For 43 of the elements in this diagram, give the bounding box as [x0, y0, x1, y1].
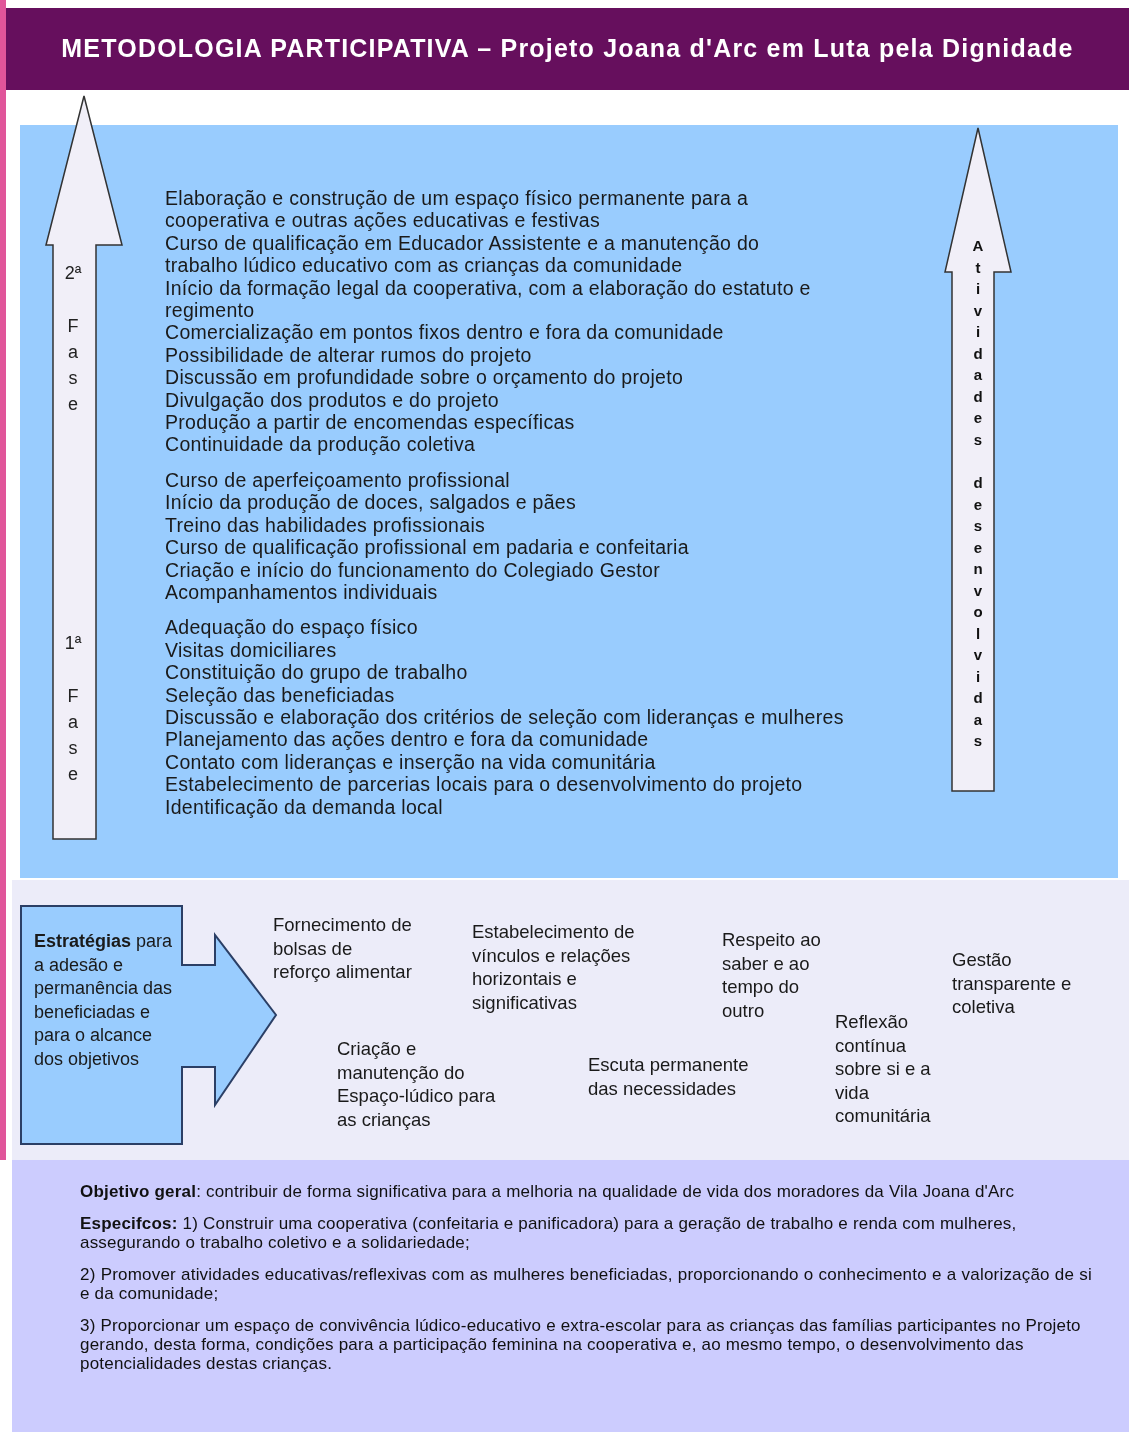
strategy-text: Estabelecimento de vínculos e relações horizontais e significativas — [472, 920, 636, 1014]
activity-item: Início da produção de doces, salgados e pães — [165, 491, 577, 514]
vertical-heading: Atividades desenvolvidas — [971, 236, 985, 751]
objective-paragraph: 2) Promover atividades educativas/reflexivas com as mulheres beneficiadas, proporcionando o conhecimento e a valorização de si e da comunidade; — [80, 1265, 1092, 1303]
activity-item: Continuidade da produção coletiva — [165, 433, 476, 456]
activity-item: Seleção das beneficiadas — [165, 683, 395, 706]
activity-item: Curso de qualificação profissional em padaria e confeitaria — [165, 536, 689, 559]
activity-item: Estabelecimento de parcerias locais para o desenvolvimento do projeto — [165, 773, 803, 796]
strategy-heading: Estratégias para a adesão e permanência das beneficiadas e para o alcance dos objetivos — [34, 930, 174, 1071]
activity-item: Possibilidade de alterar rumos do projeto — [165, 343, 532, 367]
activity-item: Acompanhamentos individuais — [165, 580, 438, 604]
activity-item: Adequação do espaço físico — [165, 616, 418, 639]
activity-item: Divulgação dos produtos e do projeto — [165, 388, 499, 412]
phase-label: 2ª Fase — [63, 262, 83, 416]
strategy-text: Fornecimento de bolsas de reforço alimentar — [273, 913, 413, 984]
strategy-text: Respeito ao saber e ao tempo do outro — [722, 928, 822, 1022]
strategy-text: Reflexão contínua sobre si e a vida comunitária — [835, 1010, 932, 1128]
objective-paragraph: 3) Proporcionar um espaço de convivência lúdico-educativo e extra-escolar para as crianças das famílias participantes no Projeto gerando, desta forma, condições para a participação feminina na cooperativa e, ao mesmo tempo, o desenvolvimento das potencialidades destas crianças. — [80, 1316, 1082, 1373]
strategy-text: Escuta permanente das necessidades — [588, 1053, 750, 1100]
activities-panel — [20, 125, 1118, 878]
activity-item: Início da formação legal da cooperativa, com a elaboração do estatuto e regimento — [165, 276, 812, 322]
strategy-text: Gestão transparente e coletiva — [952, 948, 1073, 1019]
strategy-text: Criação e manutenção do Espaço-lúdico para as crianças — [337, 1037, 497, 1131]
activity-item: Curso de qualificação em Educador Assistente e a manutenção do trabalho lúdico educativo com as crianças da comunidade — [165, 231, 761, 277]
activity-item: Planejamento das ações dentro e fora da comunidade — [165, 728, 649, 751]
phase-label: 1ª Fase — [63, 632, 83, 786]
objectives-panel — [12, 1160, 1129, 1432]
title-band: METODOLOGIA PARTICIPATIVA – Projeto Joana d'Arc em Luta pela Dignidade — [6, 8, 1129, 90]
activity-item: Curso de aperfeiçoamento profissional — [165, 468, 510, 492]
activity-item: Elaboração e construção de um espaço físico permanente para a cooperativa e outras ações educativas e festivas — [165, 187, 750, 232]
activity-item: Visitas domiciliares — [165, 638, 337, 662]
activity-item: Comercialização em pontos fixos dentro e fora da comunidade — [165, 321, 724, 344]
activity-item: Constituição do grupo de trabalho — [165, 661, 468, 684]
objective-paragraph: Objetivo geral: contribuir de forma significativa para a melhoria na qualidade de vida dos moradores da Vila Joana d'Arc — [80, 1182, 1016, 1201]
activity-item: Produção a partir de encomendas específicas — [165, 411, 575, 434]
activity-item: Treino das habilidades profissionais — [165, 513, 486, 537]
activity-item: Discussão e elaboração dos critérios de seleção com lideranças e mulheres — [165, 705, 844, 729]
activity-item: Discussão em profundidade sobre o orçamento do projeto — [165, 366, 684, 389]
activity-item: Criação e início do funcionamento do Colegiado Gestor — [165, 558, 661, 581]
strategies-band — [12, 880, 1129, 1160]
objective-paragraph: Especifcos: 1) Construir uma cooperativa (confeitaria e panificadora) para a geração de trabalho e renda com mulheres, assegurando o trabalho coletivo e a solidariedade; — [80, 1214, 1018, 1252]
activity-item: Identificação da demanda local — [165, 795, 443, 818]
activity-item: Contato com lideranças e inserção na vida comunitária — [165, 750, 656, 774]
